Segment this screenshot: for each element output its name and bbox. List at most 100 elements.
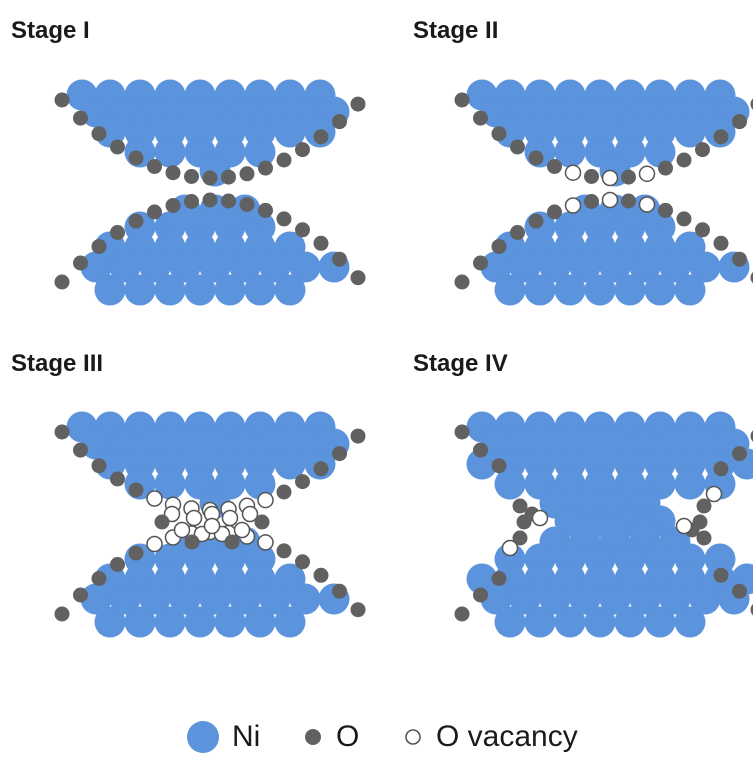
ni-atom [554,274,586,306]
panel-title-stage-2: Stage II [413,17,499,44]
ni-atom [599,516,631,548]
oxygen-atom [696,530,712,546]
oxygen-atom [491,239,507,254]
oxygen-atom [128,545,144,561]
ni-atom [569,583,601,615]
ni-atom [509,583,541,615]
oxygen-atom [110,139,125,155]
ni-atom [199,583,231,615]
oxygen-vacancy [638,196,656,213]
ni-atom [539,583,571,615]
ni-atom [599,583,631,615]
oxygen-vacancy [601,169,619,187]
oxygen-atom [584,194,599,209]
legend-o-label: O [336,720,360,753]
oxygen-atom [258,202,273,218]
ni-atom [480,251,512,283]
oxygen-atom [350,602,366,618]
ni-atom [689,583,721,615]
oxygen-atom [350,96,366,112]
ni-atom [229,583,261,615]
ni-atom [259,583,291,615]
oxygen-vacancy [564,197,582,214]
ni-atom [289,583,321,615]
oxygen-atom [202,170,218,186]
ni-atom [539,251,571,283]
oxygen-atom [295,554,310,570]
oxygen-atom [713,461,729,477]
ni-atom [244,606,276,638]
oxygen-vacancy [233,521,251,539]
oxygen-vacancy [146,535,163,553]
oxygen-atom [165,165,181,181]
oxygen-vacancy [531,509,549,527]
oxygen-atom [676,152,692,168]
ni-atom [124,274,156,306]
legend-vacancy: O vacancy [404,717,578,757]
ni-atom [154,606,186,638]
oxygen-atom [732,251,747,267]
ni-atom [659,583,691,615]
oxygen-atom [658,160,673,176]
oxygen-vacancy [705,485,723,503]
ni-atom [139,251,171,283]
oxygen-atom [621,169,636,185]
oxygen-atom [658,202,673,218]
oxygen-atom [147,204,162,220]
legend-o: O [304,717,359,757]
ni-atom [94,274,126,306]
oxygen-atom [276,543,292,559]
oxygen-atom [295,474,310,490]
oxygen-atom [491,126,507,142]
oxygen-atom [224,534,240,550]
oxygen-vacancy-icon [405,729,421,745]
ni-atom [274,116,306,148]
ni-atom [644,274,676,306]
ni-atom [154,136,186,168]
oxygen-atom [547,159,562,174]
ni-atom [94,606,126,638]
oxygen-atom [732,114,747,130]
ni-atom [169,583,201,615]
oxygen-vacancy [203,517,221,535]
oxygen-atom [313,129,329,145]
oxygen-atom [73,587,88,603]
oxygen-atom [154,514,170,530]
ni-atom [614,606,646,638]
oxygen-atom [54,606,70,622]
oxygen-atom [128,482,144,498]
stage-4-panel [454,411,753,638]
ni-atom [689,251,721,283]
oxygen-atom [276,211,292,227]
oxygen-atom [221,169,236,185]
oxygen-atom [332,446,347,462]
oxygen-atom [695,142,710,158]
oxygen-atom [110,225,125,240]
oxygen-atom [239,197,255,212]
ni-atom [169,251,201,283]
oxygen-atom [454,424,470,440]
ni-atom [184,606,216,638]
ni-atom [494,606,526,638]
oxygen-atom [54,424,70,440]
oxygen-atom [732,583,747,599]
ni-atom [674,274,706,306]
oxygen-atom [695,222,710,238]
ni-atom [274,448,306,480]
ni-atom [659,251,691,283]
oxygen-vacancy [241,505,259,523]
oxygen-atom [713,129,729,145]
ni-atom [480,583,512,615]
oxygen-atom [276,152,292,168]
oxygen-atom [713,567,729,583]
oxygen-vacancy [638,165,656,183]
ni-atom [524,274,556,306]
ni-atom [629,583,661,615]
oxygen-atom [184,169,199,184]
legend: Ni O O vacancy [0,717,753,757]
ni-atom [124,606,156,638]
oxygen-atom [221,193,236,209]
oxygen-atom [491,571,507,586]
oxygen-atom [258,160,273,176]
oxygen-atom [750,272,753,284]
